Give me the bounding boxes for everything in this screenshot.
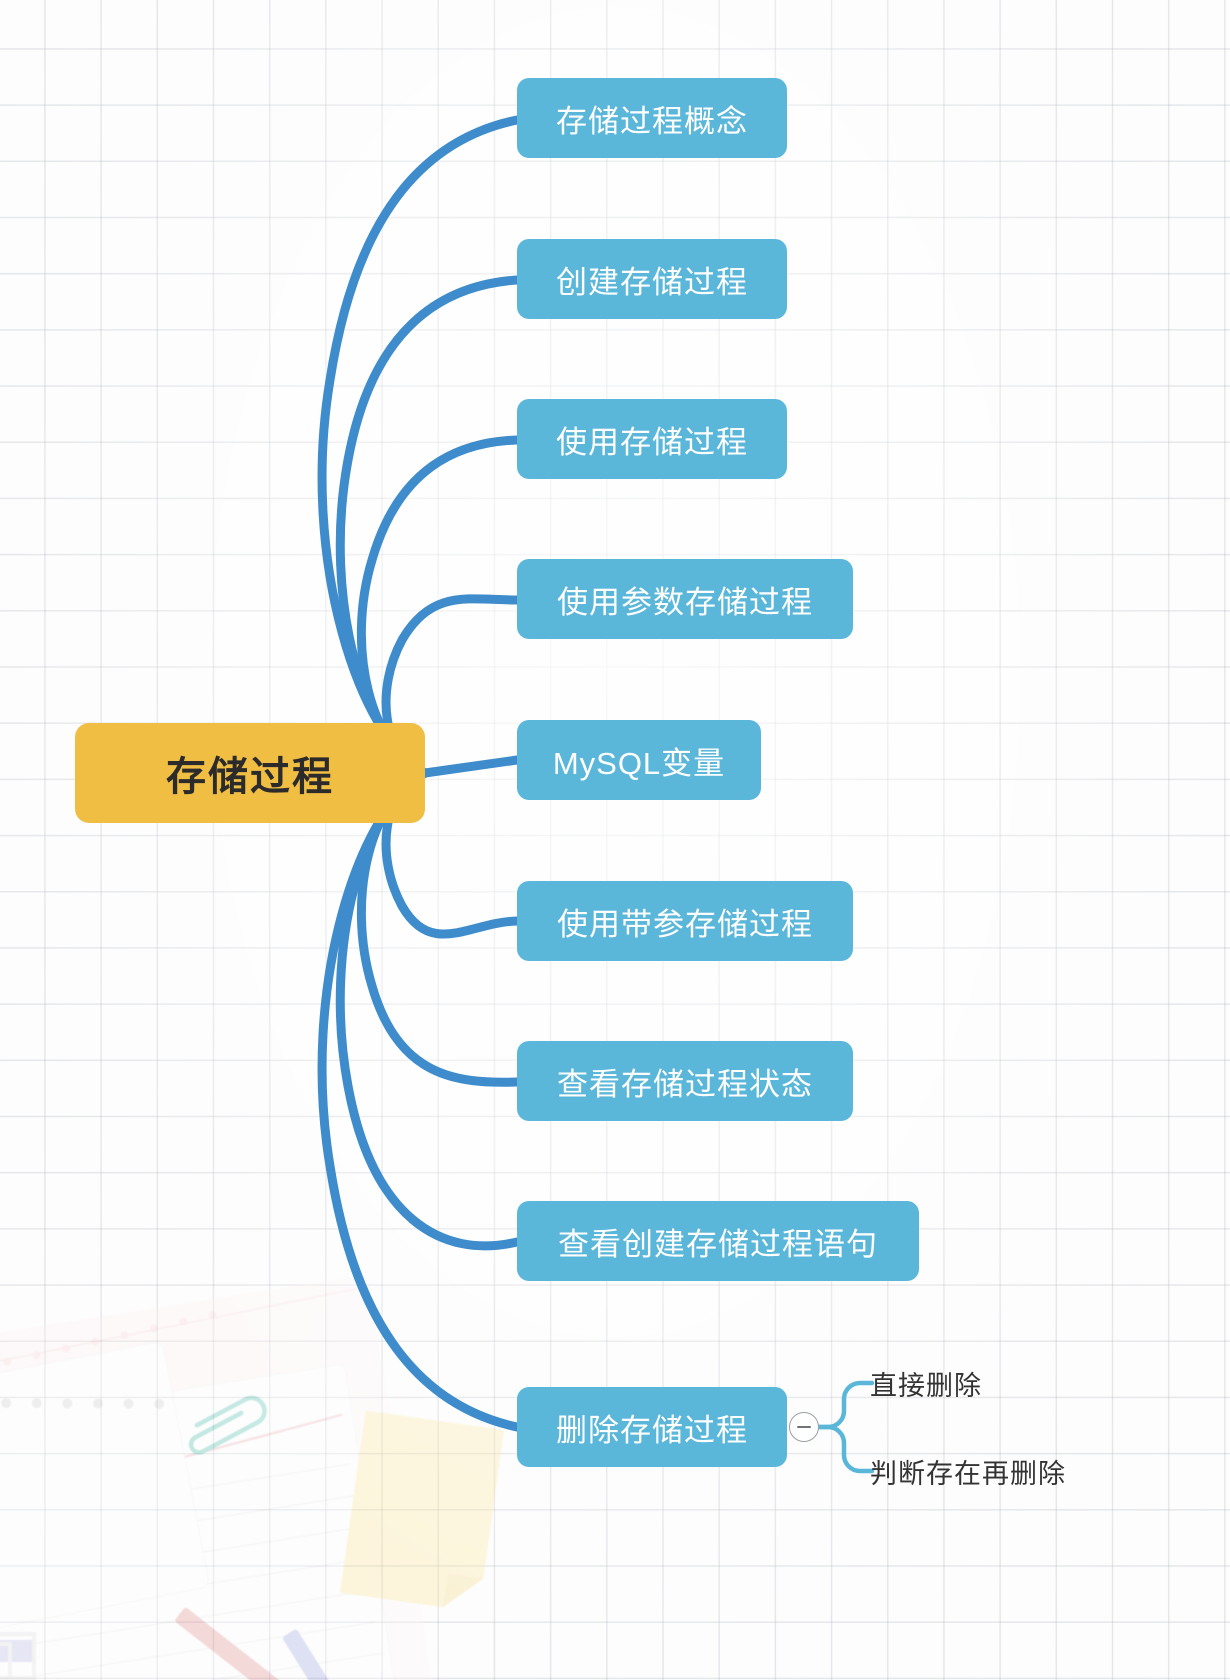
branch-node-4[interactable]: 使用参数存储过程	[517, 559, 853, 639]
minus-circle-icon[interactable]	[789, 1412, 819, 1442]
branch-node-5[interactable]: MySQL变量	[517, 720, 761, 800]
branch-node-9-label: 删除存储过程	[556, 1412, 748, 1448]
leaf-node-check-then-delete-label: 判断存在再删除	[870, 1458, 1066, 1489]
branch-node-4-label: 使用参数存储过程	[557, 584, 813, 620]
branch-node-5-label: MySQL变量	[552, 745, 726, 781]
leaf-node-direct-delete-label: 直接删除	[870, 1370, 982, 1401]
branch-node-8-label: 查看创建存储过程语句	[558, 1226, 878, 1262]
branch-node-2-label: 创建存储过程	[556, 264, 748, 300]
branch-node-7[interactable]: 查看存储过程状态	[517, 1041, 853, 1121]
root-node[interactable]: 存储过程	[75, 723, 425, 823]
branch-node-8[interactable]: 查看创建存储过程语句	[517, 1201, 919, 1281]
branch-node-6-label: 使用带参存储过程	[557, 906, 813, 942]
branch-node-7-label: 查看存储过程状态	[557, 1066, 813, 1102]
branch-node-9[interactable]: 删除存储过程	[517, 1387, 787, 1467]
branch-node-1[interactable]: 存储过程概念	[517, 78, 787, 158]
minus-glyph	[797, 1426, 811, 1428]
branch-node-2[interactable]: 创建存储过程	[517, 239, 787, 319]
root-node-label: 存储过程	[166, 755, 334, 799]
leaf-node-direct-delete[interactable]: 直接删除	[870, 1361, 1010, 1405]
branch-node-6[interactable]: 使用带参存储过程	[517, 881, 853, 961]
branch-node-1-label: 存储过程概念	[556, 103, 748, 139]
leaf-node-check-then-delete[interactable]: 判断存在再删除	[870, 1449, 1080, 1493]
branch-node-3[interactable]: 使用存储过程	[517, 399, 787, 479]
branch-node-3-label: 使用存储过程	[556, 424, 748, 460]
